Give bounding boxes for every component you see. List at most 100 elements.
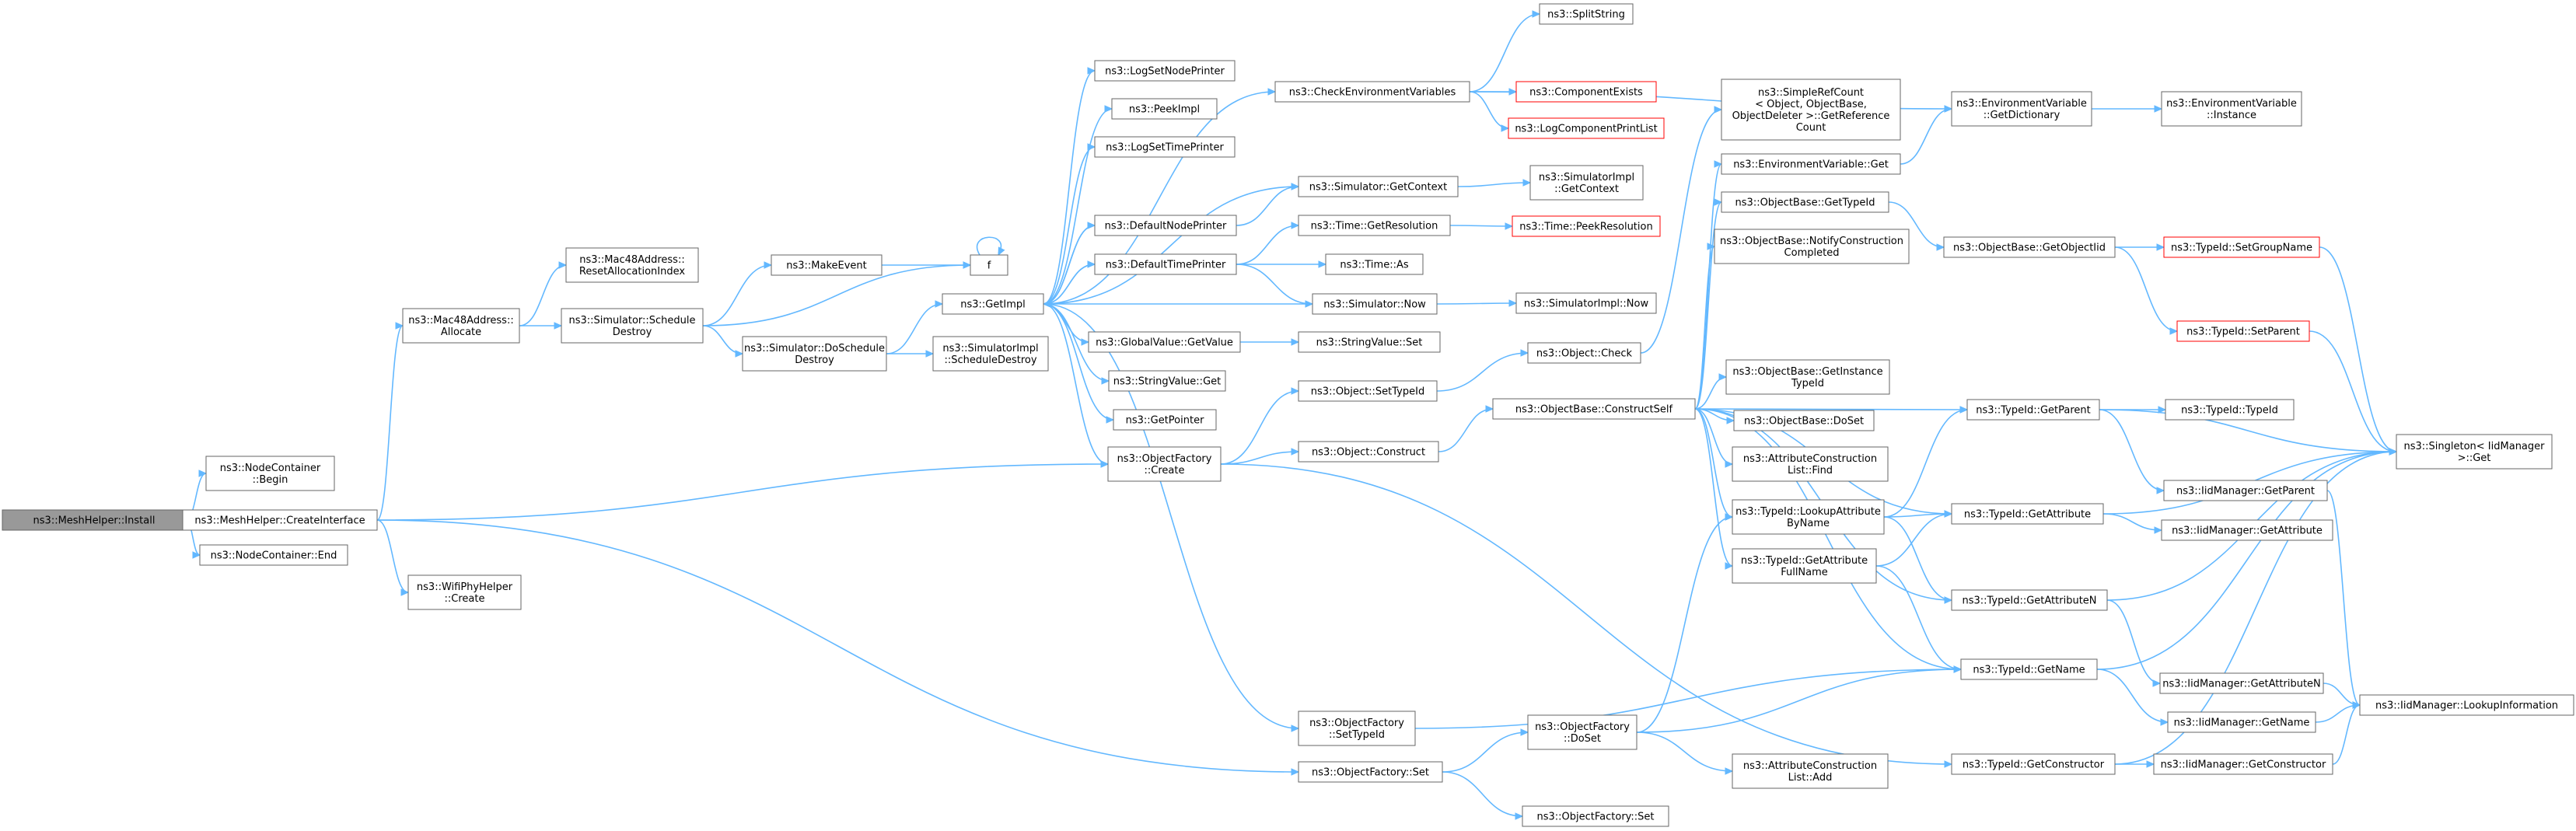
- node-getimpl[interactable]: ns3::GetImpl: [942, 293, 1044, 315]
- node-splitstring[interactable]: ns3::SplitString: [1539, 3, 1634, 25]
- node-install[interactable]: ns3::MeshHelper::Install: [2, 509, 187, 531]
- node-iid-lookupinfo[interactable]: ns3::IidManager::LookupInformation: [2359, 694, 2574, 716]
- node-iid-getctor[interactable]: ns3::IidManager::GetConstructor: [2153, 753, 2333, 775]
- node-nc-end[interactable]: ns3::NodeContainer::End: [199, 544, 348, 566]
- node-comp-exists[interactable]: ns3::ComponentExists: [1515, 81, 1657, 103]
- node-of-doset[interactable]: ns3::ObjectFactory::DoSet: [1527, 714, 1638, 750]
- node-envvar-getdict[interactable]: ns3::EnvironmentVariable::GetDictionary: [1951, 91, 2092, 127]
- node-mac-alloc[interactable]: ns3::Mac48Address::Allocate: [402, 308, 520, 344]
- node-simple-refcount[interactable]: ns3::SimpleRefCount< Object, ObjectBase,…: [1721, 79, 1901, 141]
- node-label: ns3::ObjectBase::DoSet: [1744, 416, 1864, 428]
- node-singleton-get[interactable]: ns3::Singleton< IidManager>::Get: [2396, 434, 2553, 470]
- edge-obj-construct-to-ob-constructself: [1438, 405, 1494, 452]
- node-gv-getvalue[interactable]: ns3::GlobalValue::GetValue: [1088, 331, 1241, 353]
- node-sim-getcontext[interactable]: ns3::Simulator::GetContext: [1298, 176, 1459, 197]
- node-label: ns3::IidManager::GetAttributeN: [2162, 679, 2321, 690]
- node-envvar-get[interactable]: ns3::EnvironmentVariable::Get: [1721, 153, 1901, 175]
- node-obj-construct[interactable]: ns3::Object::Construct: [1298, 441, 1439, 463]
- node-sv-set[interactable]: ns3::StringValue::Set: [1298, 331, 1441, 353]
- node-label: ::Create: [445, 593, 485, 605]
- node-label: ns3::SimpleRefCount: [1758, 87, 1864, 99]
- node-sim-sched-destroy[interactable]: ns3::Simulator::ScheduleDestroy: [561, 308, 704, 344]
- edge-default-time-printer-to-time-as: [1236, 260, 1327, 268]
- node-nc-begin[interactable]: ns3::NodeContainer::Begin: [205, 456, 335, 491]
- node-time-peekres[interactable]: ns3::Time::PeekResolution: [1512, 215, 1661, 237]
- node-simimpl-sched-destroy[interactable]: ns3::SimulatorImpl::ScheduleDestroy: [932, 336, 1049, 372]
- node-iid-getattr[interactable]: ns3::IidManager::GetAttribute: [2161, 519, 2333, 541]
- edge-arrowhead: [2169, 327, 2179, 335]
- node-of-settypeid[interactable]: ns3::ObjectFactory::SetTypeId: [1298, 711, 1416, 746]
- node-label: ns3::Simulator::Schedule: [568, 315, 695, 326]
- node-box: [1094, 60, 1236, 82]
- edge-mac-alloc-to-sim-sched-destroy: [519, 322, 563, 330]
- node-label: List::Find: [1788, 465, 1833, 477]
- node-make-event[interactable]: ns3::MakeEvent: [771, 254, 883, 276]
- node-sim-now[interactable]: ns3::Simulator::Now: [1312, 293, 1438, 315]
- node-tid-getparent[interactable]: ns3::TypeId::GetParent: [1966, 399, 2100, 421]
- node-simimpl-getcontext[interactable]: ns3::SimulatorImpl::GetContext: [1529, 165, 1644, 201]
- node-simimpl-now[interactable]: ns3::SimulatorImpl::Now: [1515, 292, 1657, 314]
- node-time-getres[interactable]: ns3::Time::GetResolution: [1298, 215, 1451, 236]
- node-box: [1111, 98, 1218, 120]
- node-iid-getname[interactable]: ns3::IidManager::GetName: [2167, 711, 2316, 733]
- node-box: [1951, 753, 2116, 775]
- node-stringvalue-get[interactable]: ns3::StringValue::Get: [1108, 370, 1226, 392]
- node-of-set2[interactable]: ns3::ObjectFactory::Set: [1522, 805, 1669, 827]
- edge-time-getres-to-time-peekres: [1449, 222, 1514, 230]
- node-tid-getname[interactable]: ns3::TypeId::GetName: [1960, 658, 2098, 680]
- node-ob-getobjectiid[interactable]: ns3::ObjectBase::GetObjectIid: [1943, 236, 2116, 258]
- node-box: [2163, 480, 2328, 501]
- node-of-set[interactable]: ns3::ObjectFactory::Set: [1298, 761, 1443, 783]
- node-tid-setparent[interactable]: ns3::TypeId::SetParent: [2176, 320, 2310, 342]
- node-label: ns3::EnvironmentVariable: [1956, 98, 2087, 110]
- node-ob-doset[interactable]: ns3::ObjectBase::DoSet: [1733, 410, 1875, 431]
- node-label: ns3::ComponentExists: [1529, 87, 1643, 99]
- node-of-create[interactable]: ns3::ObjectFactory::Create: [1107, 446, 1222, 482]
- node-box: [1298, 380, 1438, 402]
- node-wifi-create[interactable]: ns3::WifiPhyHelper::Create: [407, 574, 522, 610]
- node-f[interactable]: f: [970, 254, 1008, 276]
- edge-f-to-f: [976, 236, 1005, 257]
- node-tid-getattrn[interactable]: ns3::TypeId::GetAttributeN: [1951, 589, 2108, 611]
- node-check-env[interactable]: ns3::CheckEnvironmentVariables: [1274, 81, 1470, 103]
- node-default-time-printer[interactable]: ns3::DefaultTimePrinter: [1094, 253, 1237, 275]
- node-iid-getparent[interactable]: ns3::IidManager::GetParent: [2163, 480, 2328, 501]
- edge-line: [1043, 303, 1299, 729]
- node-mac-reset[interactable]: ns3::Mac48Address::ResetAllocationIndex: [565, 247, 699, 283]
- node-obj-check[interactable]: ns3::Object::Check: [1527, 342, 1641, 364]
- node-label: ns3::SplitString: [1547, 9, 1625, 21]
- node-tid-getattr[interactable]: ns3::TypeId::GetAttribute: [1951, 503, 2104, 525]
- edge-line: [1043, 225, 1096, 305]
- node-ob-gettypeid[interactable]: ns3::ObjectBase::GetTypeId: [1721, 191, 1889, 213]
- node-ob-notify[interactable]: ns3::ObjectBase::NotifyConstructionCompl…: [1714, 229, 1910, 264]
- node-tid-setgroup[interactable]: ns3::TypeId::SetGroupName: [2163, 236, 2320, 258]
- node-ob-constructself[interactable]: ns3::ObjectBase::ConstructSelf: [1492, 398, 1696, 420]
- edge-line: [2114, 246, 2178, 332]
- node-tid-getctor[interactable]: ns3::TypeId::GetConstructor: [1951, 753, 2116, 775]
- node-log-comp-print[interactable]: ns3::LogComponentPrintList: [1508, 117, 1665, 139]
- edge-arrowhead: [1100, 460, 1110, 468]
- node-label: ns3::ObjectFactory: [1309, 718, 1404, 729]
- node-time-as[interactable]: ns3::Time::As: [1325, 253, 1424, 275]
- node-log-time-printer[interactable]: ns3::LogSetTimePrinter: [1094, 136, 1236, 158]
- edge-tid-lookup-to-tid-getparent: [1883, 406, 1969, 518]
- node-peekimpl[interactable]: ns3::PeekImpl: [1111, 98, 1218, 120]
- node-create-iface[interactable]: ns3::MeshHelper::CreateInterface: [182, 509, 378, 531]
- node-iid-getattrn[interactable]: ns3::IidManager::GetAttributeN: [2159, 672, 2324, 694]
- edge-ob-constructself-to-ob-notify: [1694, 243, 1716, 410]
- edge-line: [1640, 109, 1722, 354]
- node-envvar-instance[interactable]: ns3::EnvironmentVariable::Instance: [2161, 91, 2302, 127]
- node-obj-settypeid[interactable]: ns3::Object::SetTypeId: [1298, 380, 1438, 402]
- edge-arrowhead: [1714, 160, 1723, 168]
- node-tid-typeid[interactable]: ns3::TypeId::TypeId: [2165, 399, 2295, 421]
- node-log-node-printer[interactable]: ns3::LogSetNodePrinter: [1094, 60, 1236, 82]
- node-default-node-printer[interactable]: ns3::DefaultNodePrinter: [1094, 215, 1237, 236]
- node-label: ns3::Simulator::DoSchedule: [744, 343, 885, 354]
- node-getpointer[interactable]: ns3::GetPointer: [1113, 409, 1217, 431]
